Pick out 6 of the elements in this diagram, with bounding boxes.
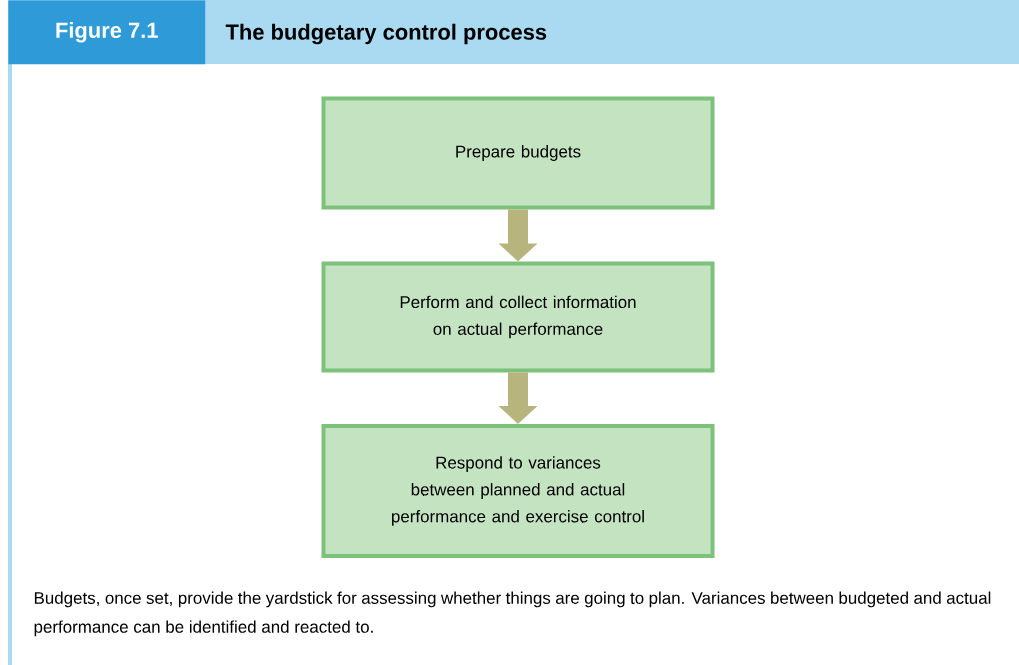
process-box: Perform and collect information on actual performance [321,261,715,373]
title: The budgetary control process [225,23,547,45]
process-box: Respond to variances between planned and actual performance and exercise control [321,424,715,558]
process-box: Prepare budgets [321,96,715,210]
caption: Budgets, once set, provide the yardstick for assessing whether things are going to plan. Variances between budgeted and actual performance can be identified and reacted to. [34,591,991,637]
figure-number: Figure 7.1 [8,0,206,65]
